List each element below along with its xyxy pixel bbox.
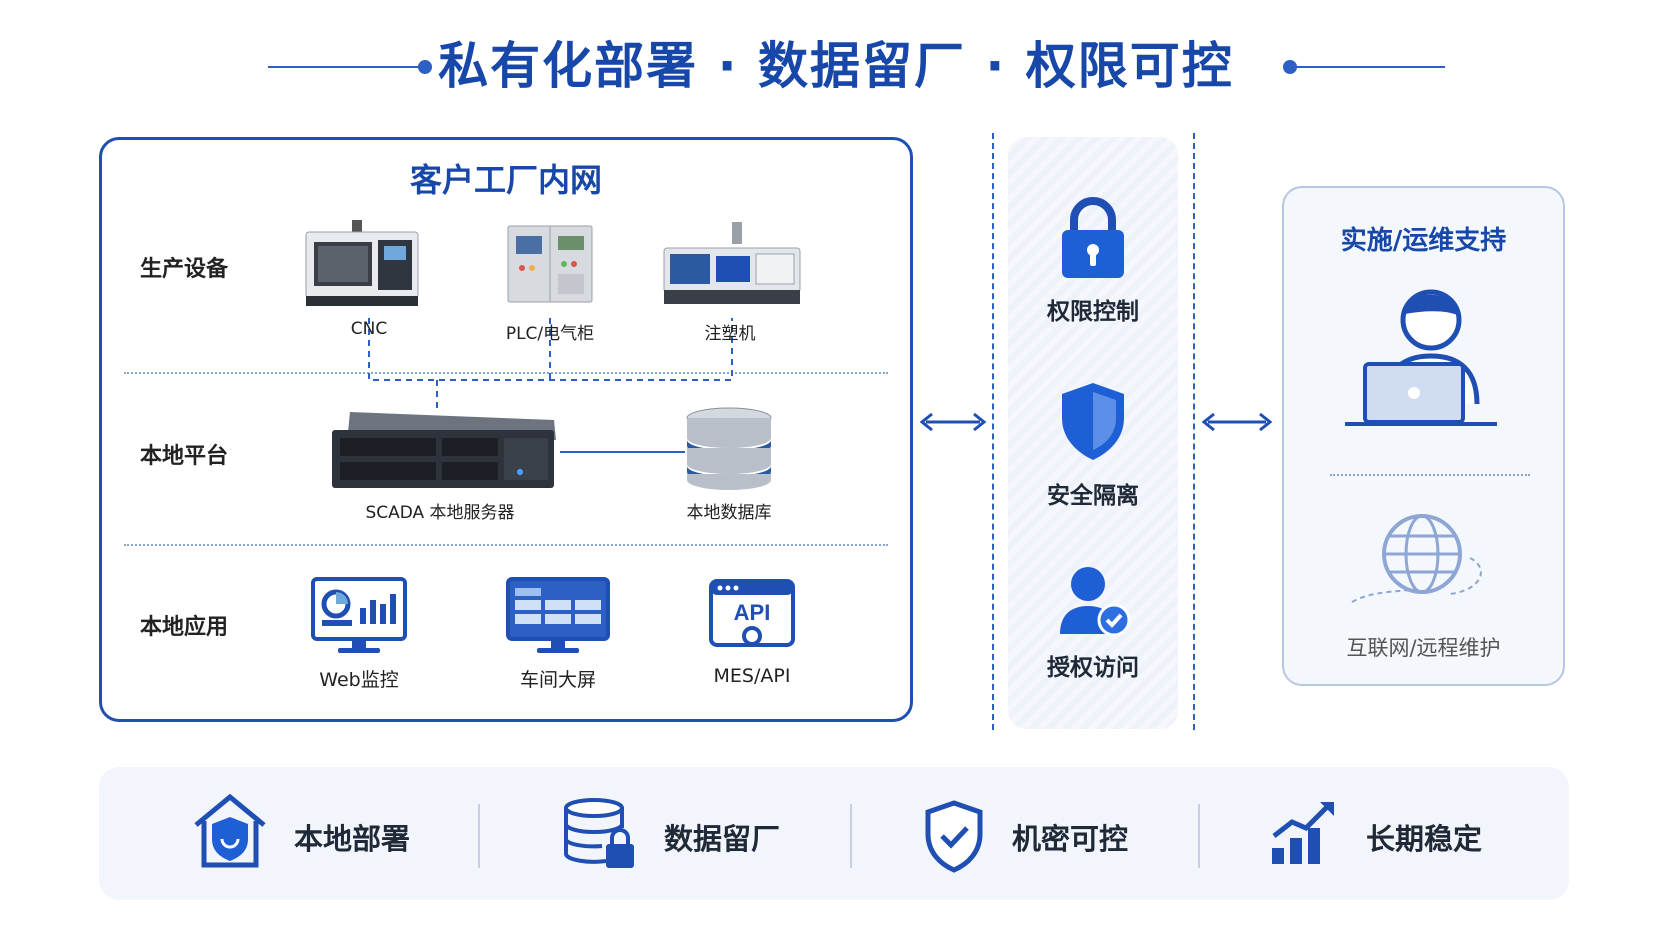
feature-label-stable: 长期稳定 [1366, 822, 1483, 856]
platform-label-database: 本地数据库 [686, 503, 772, 523]
shield-check-icon [925, 800, 983, 873]
page-title: 私有化部署 · 数据留厂 · 权限可控 [438, 37, 1234, 95]
server-image [332, 412, 556, 488]
workshop-screen-icon [506, 577, 610, 653]
feature-bar [99, 767, 1569, 900]
title-dot-left [418, 60, 432, 74]
growth-chart-icon [1272, 802, 1334, 864]
row-separator [124, 372, 888, 374]
house-shield-icon [194, 793, 266, 868]
globe-icon [1351, 514, 1482, 603]
person-laptop-icon [1345, 289, 1497, 426]
user-check-icon [1060, 567, 1131, 637]
device-label-injection: 注塑机 [704, 324, 756, 344]
bidirectional-arrow [919, 412, 987, 432]
plc-cabinet-image [507, 225, 593, 303]
injection-molding-image [663, 222, 801, 304]
platform-label-server: SCADA 本地服务器 [365, 503, 515, 523]
support-panel [1282, 186, 1565, 686]
svg-text:API: API [734, 600, 771, 625]
feature-divider [850, 804, 852, 868]
support-remote-label: 互联网/远程维护 [1346, 636, 1501, 660]
shield-icon [1062, 383, 1124, 460]
database-image [686, 407, 772, 490]
web-monitor-icon [311, 577, 407, 653]
row-label-apps: 本地应用 [140, 615, 229, 640]
row-label-production: 生产设备 [140, 257, 229, 282]
security-label-permission: 权限控制 [1047, 299, 1139, 325]
security-label-access: 授权访问 [1047, 655, 1139, 681]
row-separator [124, 544, 888, 546]
database-lock-icon [564, 798, 634, 868]
bidirectional-arrow [1201, 412, 1273, 432]
feature-label-confidential: 机密可控 [1012, 822, 1129, 856]
title-line-left [268, 66, 428, 68]
cnc-machine-image [305, 220, 419, 306]
app-label-web: Web监控 [319, 669, 399, 691]
app-label-api: MES/API [713, 665, 791, 687]
device-label-plc: PLC/电气柜 [505, 324, 595, 344]
security-label-isolation: 安全隔离 [1047, 483, 1139, 509]
factory-network-title: 客户工厂内网 [409, 161, 602, 199]
row-label-platform: 本地平台 [140, 444, 229, 469]
api-icon: API [709, 579, 795, 647]
support-separator [1330, 474, 1530, 476]
lock-icon [1062, 197, 1124, 278]
app-label-screen: 车间大屏 [519, 669, 596, 691]
feature-label-data: 数据留厂 [664, 822, 781, 856]
security-boundary-right [1193, 133, 1195, 730]
security-boundary-left [992, 133, 994, 730]
feature-divider [1198, 804, 1200, 868]
feature-label-local: 本地部署 [294, 822, 411, 856]
title-line-right [1290, 66, 1445, 68]
feature-divider [478, 804, 480, 868]
support-title: 实施/运维支持 [1340, 226, 1507, 256]
device-label-cnc: CNC [350, 319, 388, 339]
